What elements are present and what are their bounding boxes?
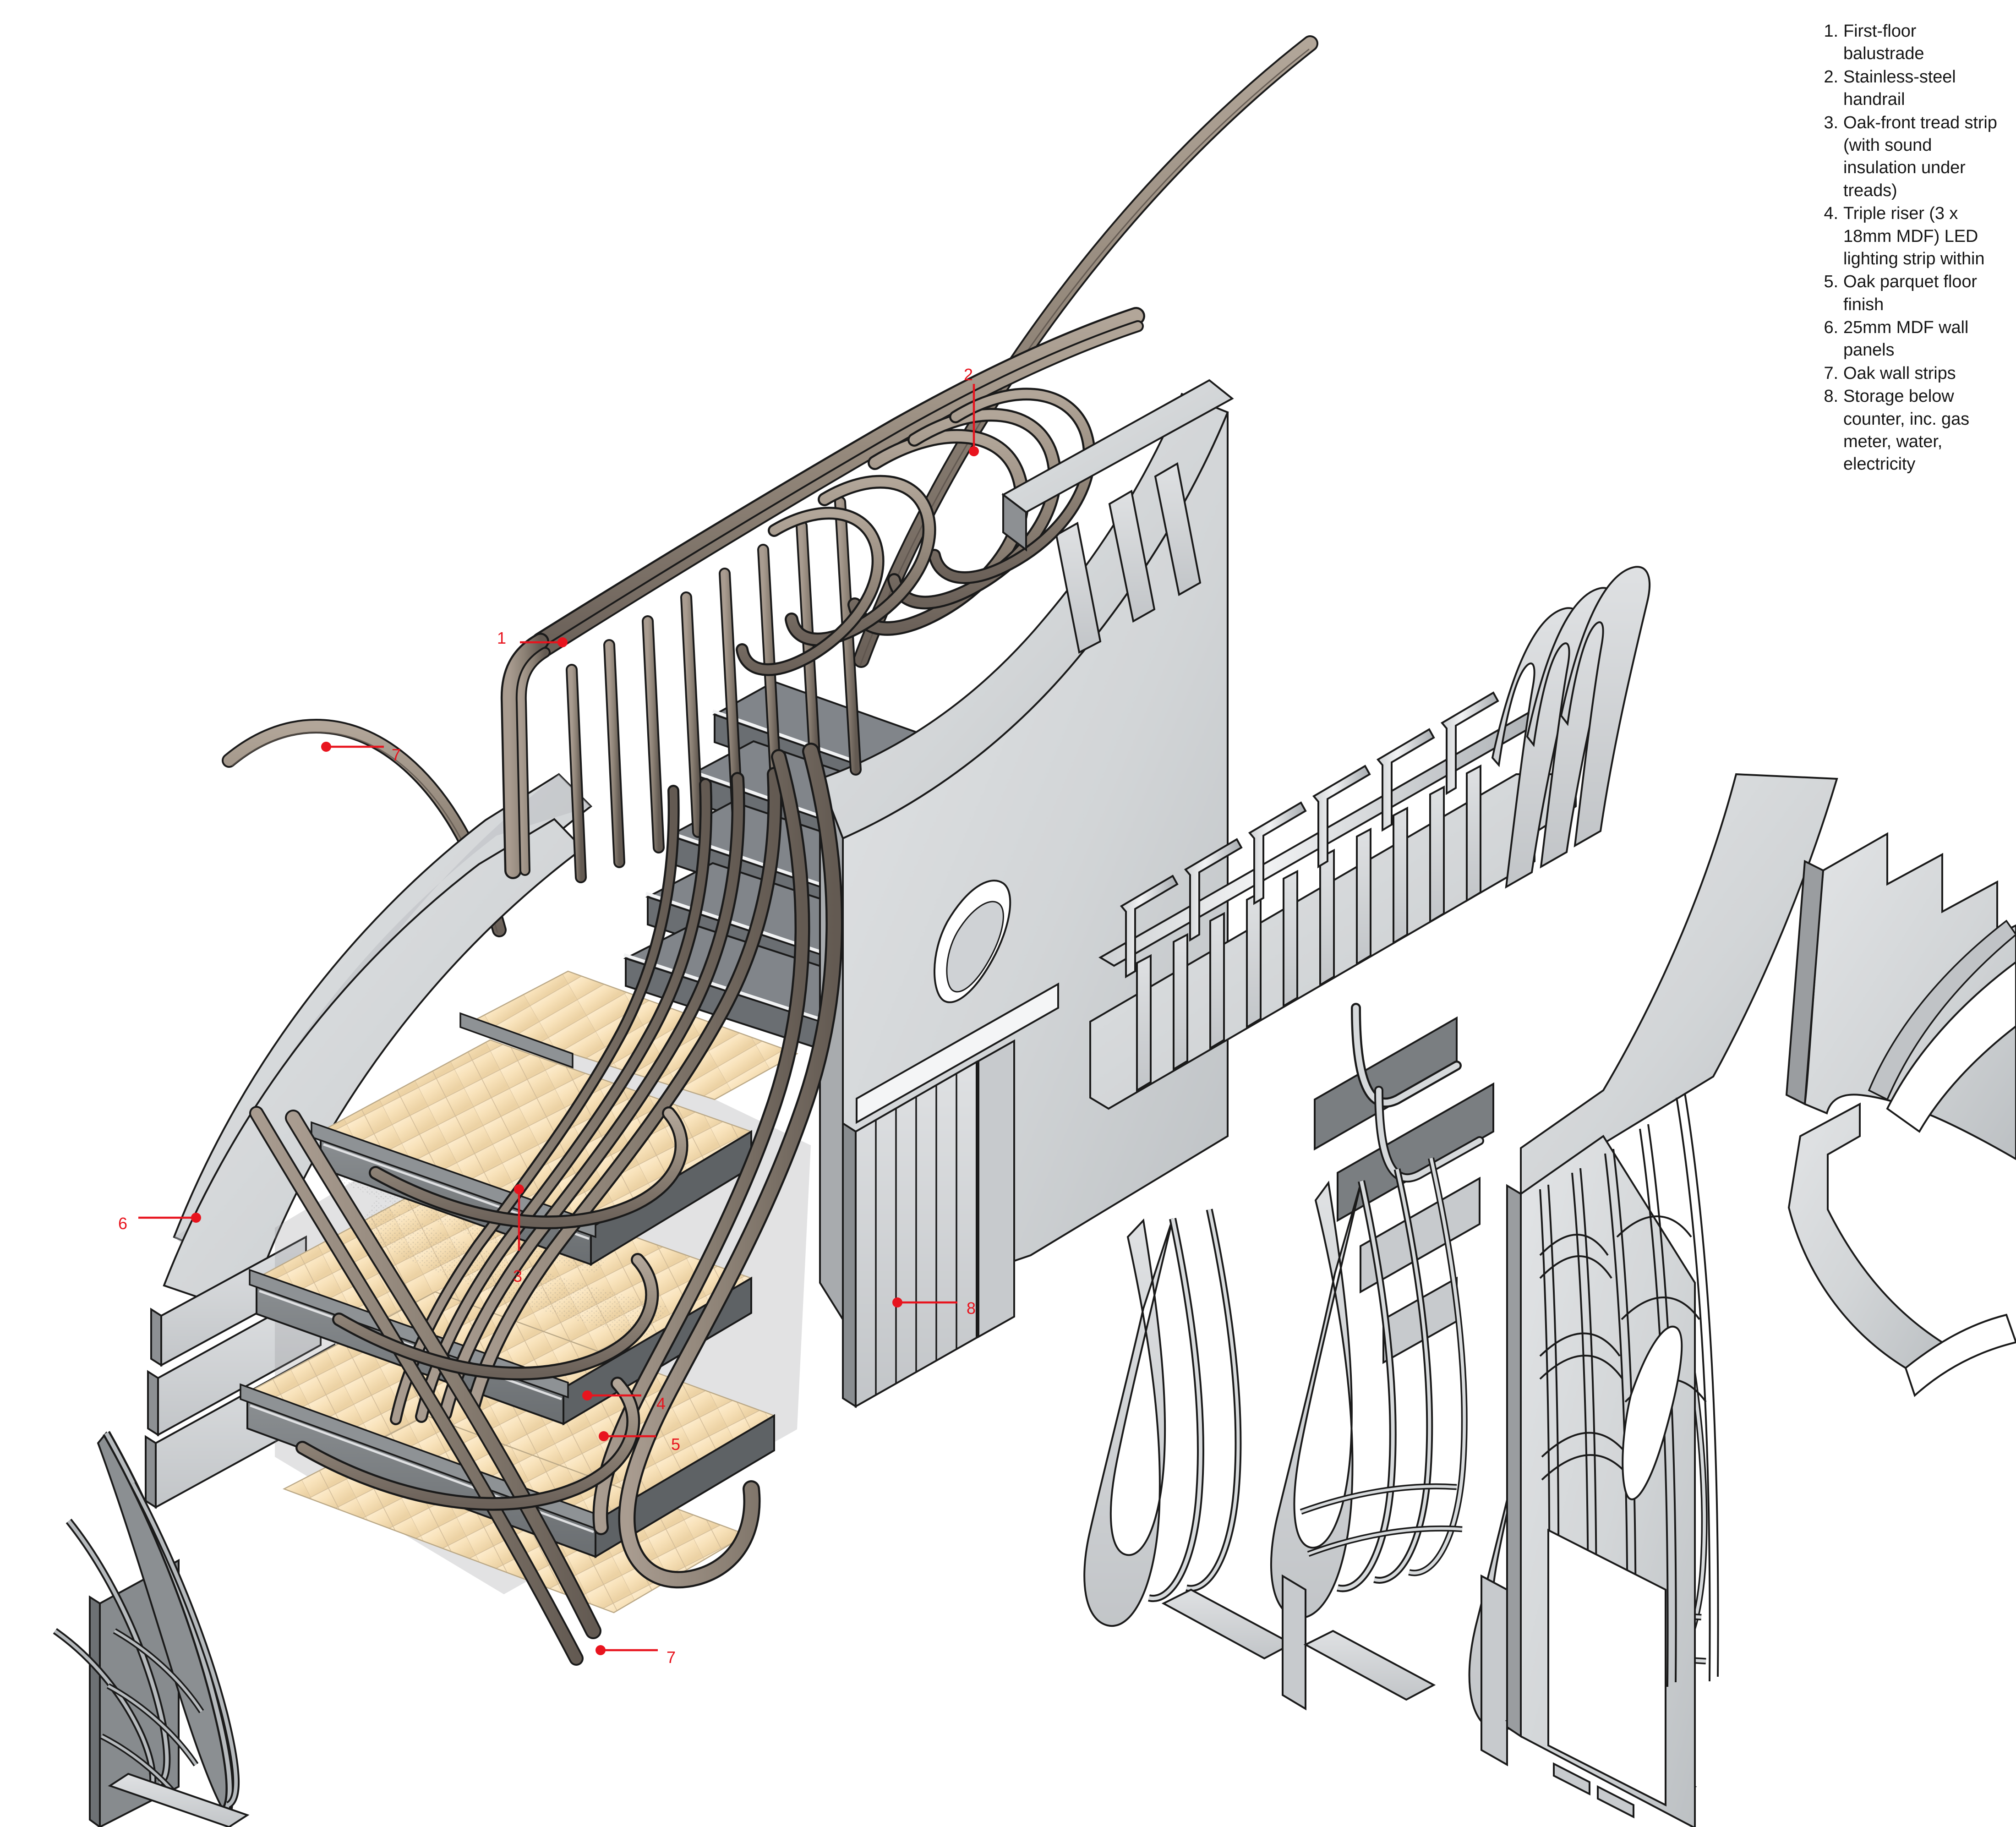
callout-dot	[191, 1213, 201, 1223]
legend-item-text: Oak wall strips	[1843, 363, 1956, 383]
legend-item-text: 25mm MDF wall panels	[1843, 318, 1969, 360]
callout-6	[138, 1213, 201, 1223]
first-floor-balustrade-panel	[1089, 566, 1651, 1364]
callout-dot	[321, 742, 331, 752]
callout-dot	[596, 1645, 606, 1655]
callout-8	[892, 1297, 957, 1307]
legend-item-2: 2.Stainless-steel handrail	[1819, 66, 2000, 111]
callout-leaders	[138, 384, 979, 1655]
callout-dot	[514, 1184, 524, 1194]
legend-item-text: Triple riser (3 x 18mm MDF) LED lighting…	[1843, 204, 1985, 268]
upper-landing-beam	[1001, 379, 1234, 552]
callout-7b	[596, 1645, 658, 1655]
callout-dot	[599, 1431, 609, 1441]
callout-number-7a: 7	[392, 745, 401, 764]
callout-4	[582, 1390, 641, 1400]
oak-wall-strip-lower	[249, 1106, 601, 1666]
legend-item-number: 5.	[1824, 272, 1839, 292]
callout-1	[520, 637, 568, 647]
callout-number-8: 8	[967, 1299, 976, 1318]
main-stair-assembly	[145, 35, 1318, 1666]
balustrade-cascade-ribbons	[390, 767, 782, 1425]
legend-item-number: 2.	[1824, 67, 1839, 87]
callout-number-7b: 7	[667, 1648, 676, 1667]
callout-number-6: 6	[118, 1214, 128, 1233]
first-floor-balustrade	[249, 307, 1145, 1666]
callout-number-3: 3	[513, 1267, 523, 1285]
callout-number-1: 1	[497, 629, 507, 647]
curved-stringer-panel	[1785, 832, 2016, 1160]
legend-item-number: 3.	[1824, 113, 1839, 132]
balustrade-fin-set-2	[1270, 1157, 1468, 1711]
callout-dot	[892, 1297, 902, 1307]
legend-item-7: 7.Oak wall strips	[1819, 362, 2000, 385]
callout-7a	[321, 742, 384, 752]
legend-item-number: 1.	[1824, 22, 1839, 41]
legend-item-text: First-floor balustrade	[1843, 22, 1924, 64]
legend-item-6: 6.25mm MDF wall panels	[1819, 317, 2000, 362]
balustrade-organic-loops	[736, 388, 1096, 676]
legend-item-text: Oak parquet floor finish	[1843, 272, 1977, 314]
callout-dot	[969, 446, 979, 456]
legend-item-text: Storage below counter, inc. gas meter, w…	[1843, 387, 1970, 474]
panel-fin-set	[1055, 462, 1202, 654]
legend-item-number: 8.	[1824, 387, 1839, 406]
hook-form-stringer	[1787, 1102, 2016, 1397]
legend-item-4: 4.Triple riser (3 x 18mm MDF) LED lighti…	[1819, 202, 2000, 270]
callout-number-2: 2	[964, 365, 973, 384]
balustrade-fan-right	[1491, 566, 1651, 889]
callout-dot	[557, 637, 568, 647]
legend-item-text: Stainless-steel handrail	[1843, 67, 1956, 109]
legend-item-3: 3.Oak-front tread strip (with sound insu…	[1819, 112, 2000, 202]
callout-dot	[582, 1390, 592, 1400]
balustrade-lower-loops	[295, 1106, 688, 1511]
legend-item-number: 4.	[1824, 204, 1839, 224]
legend-item-number: 7.	[1824, 363, 1839, 383]
storage-below-counter	[842, 1039, 1015, 1408]
oak-strip-wall-panel	[1506, 773, 1838, 1827]
legend-item-5: 5.Oak parquet floor finish	[1819, 271, 2000, 316]
balustrade-fin-set-1	[1083, 1209, 1294, 1660]
legend-item-1: 1.First-floor balustrade	[1819, 20, 2000, 66]
stainless-steel-handrail	[592, 743, 843, 1589]
legend-item-8: 8.Storage below counter, inc. gas meter,…	[1819, 385, 2000, 476]
legend-item-text: Oak-front tread strip (with sound insula…	[1843, 113, 1997, 200]
newel-detail	[53, 1431, 250, 1827]
callout-number-5: 5	[671, 1435, 681, 1454]
legend-item-number: 6.	[1824, 318, 1839, 338]
callout-3	[514, 1184, 524, 1251]
callout-5	[599, 1431, 656, 1441]
callout-number-4: 4	[656, 1394, 666, 1413]
callout-2	[969, 384, 979, 456]
